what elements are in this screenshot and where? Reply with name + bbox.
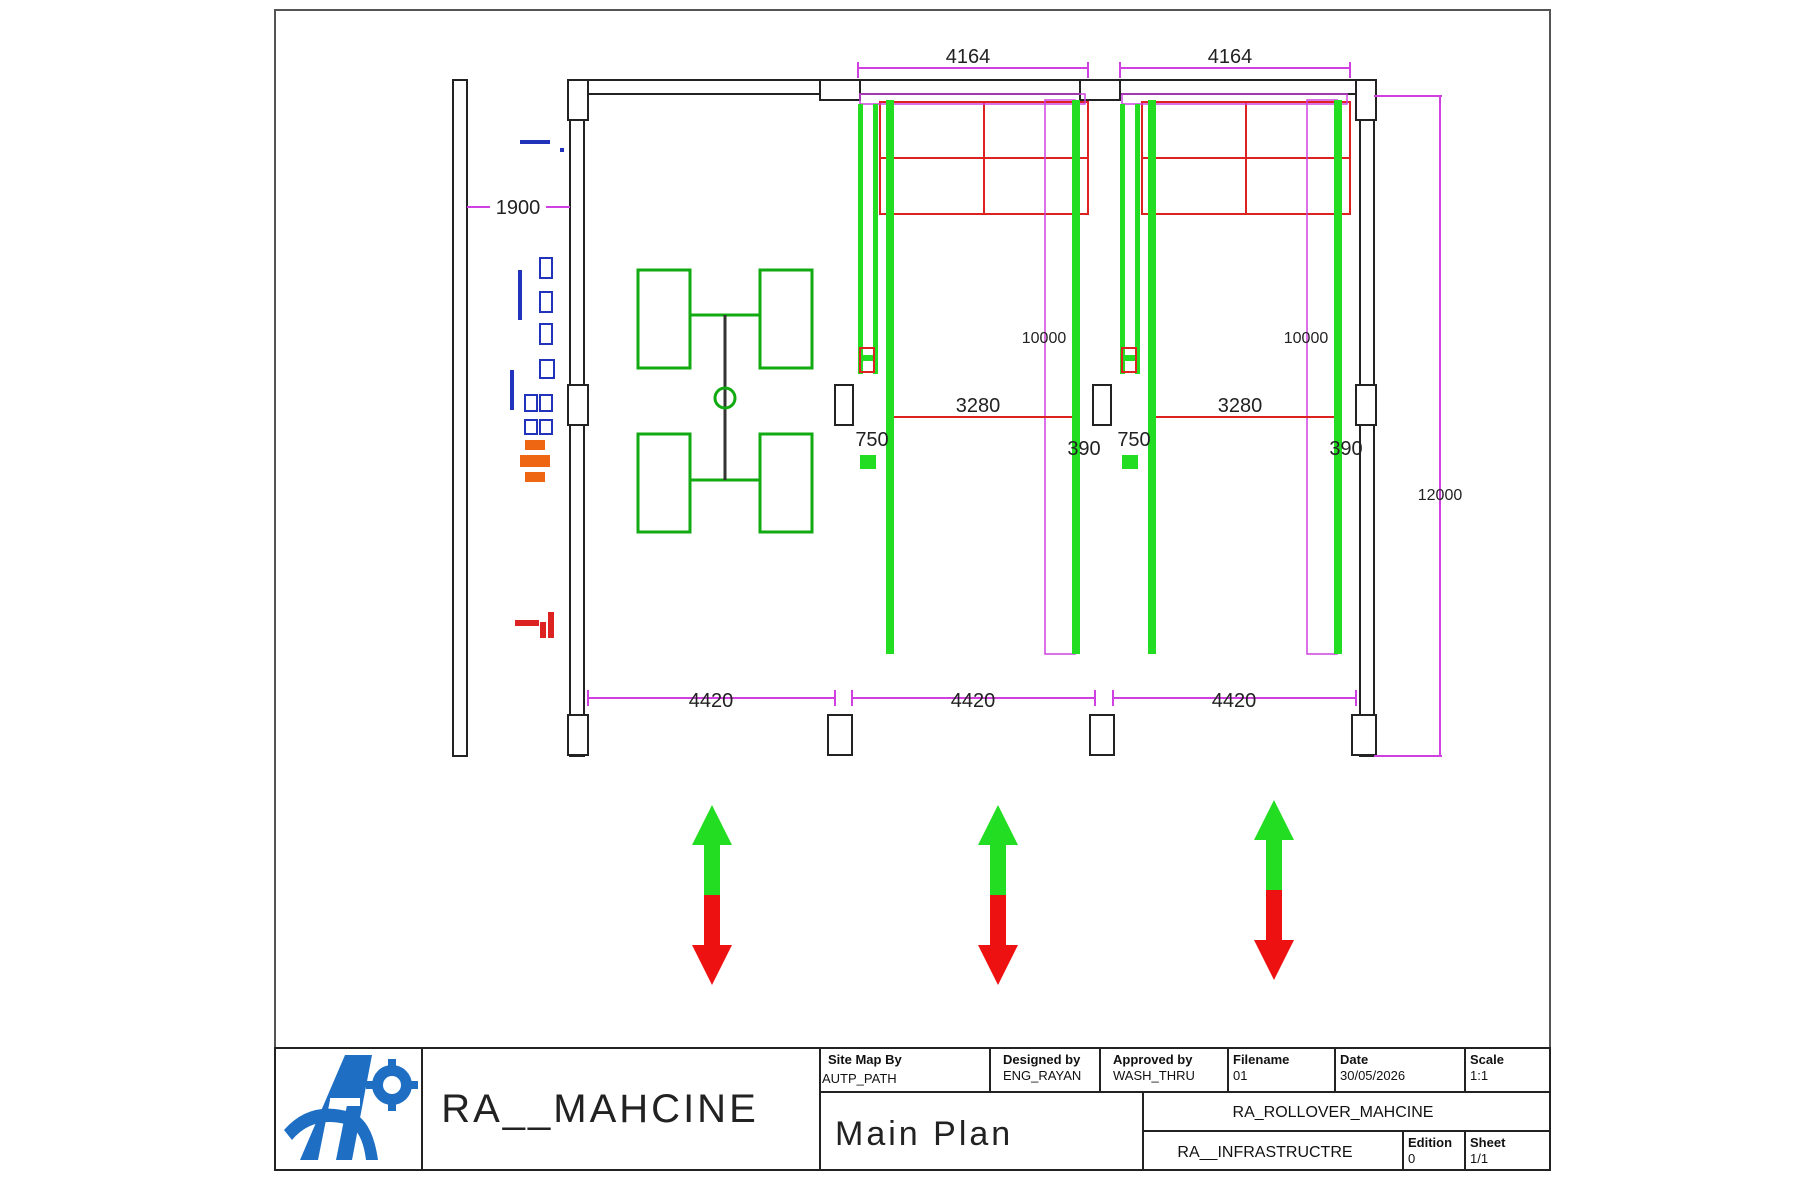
dim-bottom-bay-1: 4420 — [689, 690, 734, 712]
title-block — [274, 1047, 1551, 1171]
designed-by-value: ENG_RAYAN — [1003, 1068, 1081, 1083]
site-map-by-label: Site Map By — [828, 1052, 902, 1067]
approved-by-value: WASH_THRU — [1113, 1068, 1195, 1083]
dimension-lines — [467, 62, 1442, 757]
vehicle-symbol — [636, 268, 814, 534]
sheet-label: Sheet — [1470, 1135, 1506, 1150]
dim-inner-width-1: 3280 — [956, 395, 1001, 417]
wash-bay-2 — [1120, 93, 1351, 655]
scale-label: Scale — [1470, 1052, 1504, 1067]
direction-arrow-3 — [1254, 800, 1294, 980]
dim-offset-right-1: 390 — [1067, 438, 1100, 460]
dim-top-bay-1: 4164 — [946, 46, 991, 68]
edition-value: 0 — [1408, 1151, 1415, 1166]
equipment-icons — [510, 140, 564, 638]
edition-label: Edition — [1408, 1135, 1452, 1150]
date-value: 30/05/2026 — [1340, 1068, 1405, 1083]
dim-vertical-1: 10000 — [1022, 330, 1067, 347]
scale-value: 1:1 — [1470, 1068, 1488, 1083]
filename-label: Filename — [1233, 1052, 1289, 1067]
drawing-title: Main Plan — [835, 1115, 1013, 1153]
project-name: RA__MAHCINE — [441, 1087, 759, 1131]
dim-inner-width-2: 3280 — [1218, 395, 1263, 417]
infrastructure-name: RA__INFRASTRUCTRE — [1177, 1144, 1352, 1161]
wash-bay-1 — [858, 93, 1089, 655]
dim-bottom-bay-2: 4420 — [951, 690, 996, 712]
date-label: Date — [1340, 1052, 1368, 1067]
sheet-value: 1/1 — [1470, 1151, 1488, 1166]
approved-by-label: Approved by — [1113, 1052, 1193, 1067]
dim-offset-right-2: 390 — [1329, 438, 1362, 460]
dim-offset-left-2: 750 — [1117, 429, 1150, 451]
dim-bottom-bay-3: 4420 — [1212, 690, 1257, 712]
dim-overall-height: 12000 — [1418, 487, 1463, 504]
company-logo — [278, 1051, 419, 1167]
designed-by-label: Designed by — [1003, 1052, 1081, 1067]
direction-arrow-1 — [692, 805, 732, 985]
dim-top-bay-2: 4164 — [1208, 46, 1253, 68]
direction-arrow-2 — [978, 805, 1018, 985]
dim-offset-left-1: 750 — [855, 429, 888, 451]
dim-left-gap: 1900 — [496, 197, 541, 219]
site-map-by-value: AUTP_PATH — [822, 1071, 897, 1086]
filename-value: 01 — [1233, 1068, 1247, 1083]
machine-name: RA_ROLLOVER_MAHCINE — [1233, 1104, 1434, 1121]
dim-vertical-2: 10000 — [1284, 330, 1329, 347]
